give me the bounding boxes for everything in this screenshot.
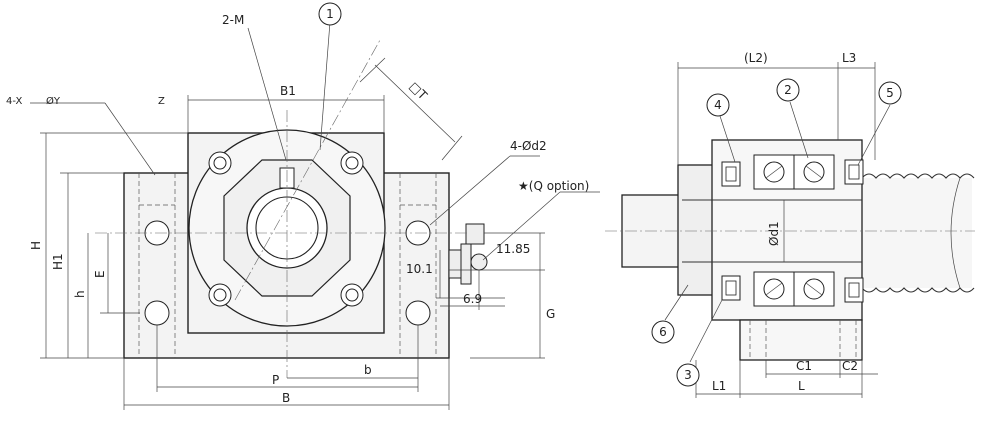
housing-flange [739, 319, 863, 361]
label-10-1: 10.1 [406, 262, 433, 276]
label-od1: Ød1 [767, 221, 781, 246]
label-c2: C2 [842, 359, 858, 373]
label-q-option: ★(Q option) [518, 179, 589, 193]
callout-6-text: 6 [659, 325, 667, 339]
counterbore-hidden-lines [138, 173, 437, 358]
label-c1: C1 [796, 359, 812, 373]
label-h-lower: h [73, 290, 87, 298]
label-2-m: 2-M [222, 13, 244, 27]
label-l3: L3 [842, 51, 856, 65]
label-l: L [798, 379, 805, 393]
label-e: E [93, 270, 107, 278]
callout-5 [878, 81, 902, 105]
label-6-9: 6.9 [463, 292, 482, 306]
callout-3-text: 3 [684, 368, 692, 382]
label-p: P [272, 373, 279, 387]
callout-5-text: 5 [886, 86, 894, 100]
callout-3 [676, 363, 700, 387]
label-b-small: b [364, 363, 372, 377]
callout-4-text: 4 [714, 98, 722, 112]
label-z: Z [158, 96, 165, 107]
threaded-shaft [861, 173, 975, 293]
callout-6 [651, 320, 675, 344]
callout-2-text: 2 [784, 83, 792, 97]
callout-2 [776, 78, 800, 102]
label-b1: B1 [280, 84, 296, 98]
grease-nipple [448, 223, 488, 285]
seals [721, 159, 864, 303]
side-view: 2 3 4 5 6 (L2) L3 Ød1 C1 C2 L1 L [605, 51, 975, 398]
label-oy: ØY [46, 95, 61, 107]
label-4-x: 4-X [6, 96, 22, 107]
label-11-85: 11.85 [496, 242, 530, 256]
callout-1-text: 1 [326, 7, 334, 21]
label-4-od2: 4-Ød2 [510, 139, 547, 153]
callout-1 [318, 2, 342, 26]
label-l2: (L2) [744, 51, 768, 65]
callout-4 [706, 93, 730, 117]
label-b-big: B [282, 391, 290, 405]
label-h1: H1 [51, 253, 65, 270]
label-l1: L1 [712, 379, 726, 393]
label-h-upper: H [29, 241, 43, 250]
flange-bolt-holes [208, 151, 364, 307]
lock-nut [677, 164, 719, 296]
bearings [753, 154, 835, 307]
label-g: G [546, 307, 555, 321]
front-view: 1 2-M 4-X ØY Z B1 □T 4-Ød2 ★(Q option) H… [6, 2, 600, 410]
